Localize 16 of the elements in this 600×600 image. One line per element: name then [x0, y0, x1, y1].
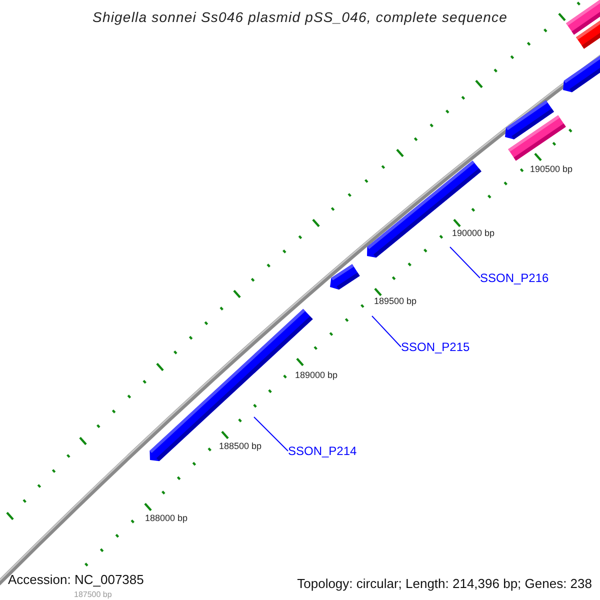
- leader-line: [450, 246, 480, 278]
- map-info-text: Accession: NC_007385: [8, 572, 144, 588]
- position-label: 188500 bp: [219, 441, 262, 451]
- position-label: 190500 bp: [530, 164, 573, 174]
- position-label: 190000 bp: [452, 228, 495, 238]
- leader-line: [372, 316, 402, 348]
- position-label: 187500 bp: [74, 590, 112, 600]
- gene-label: SSON_P214: [288, 444, 357, 458]
- gene-label: SSON_P215: [401, 340, 470, 354]
- gene-label: SSON_P216: [480, 271, 549, 285]
- position-label: 189500 bp: [374, 296, 417, 306]
- position-label: 189000 bp: [295, 370, 338, 380]
- map-title: Shigella sonnei Ss046 plasmid pSS_046, complete sequence: [92, 9, 508, 25]
- map-info-text: Topology: circular; Length: 214,396 bp; Genes: 238: [297, 576, 592, 592]
- position-label: 188000 bp: [145, 513, 188, 523]
- leader-line: [254, 416, 288, 452]
